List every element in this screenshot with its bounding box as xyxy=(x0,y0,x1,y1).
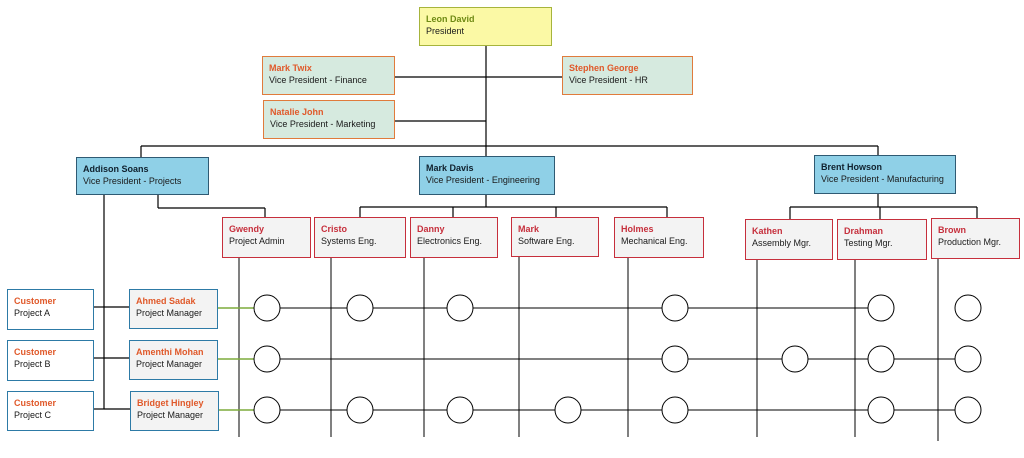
staff-role: Software Eng. xyxy=(518,236,575,246)
president-name: Leon David xyxy=(426,14,475,24)
assignment-node xyxy=(253,396,281,424)
assignment-node xyxy=(867,396,895,424)
vp-finance-role: Vice President - Finance xyxy=(269,75,367,85)
staff-name: Cristo xyxy=(321,224,348,234)
vp-finance-box[interactable]: Mark Twix Vice President - Finance xyxy=(262,56,395,95)
pm-role: Project Manager xyxy=(137,410,204,420)
staff-role: Assembly Mgr. xyxy=(752,238,812,248)
pm-name: Amenthi Mohan xyxy=(136,347,204,357)
project-label: Project C xyxy=(14,410,52,420)
vp-marketing-box[interactable]: Natalie John Vice President - Marketing xyxy=(263,100,395,139)
staff-name: Danny xyxy=(417,224,445,234)
vp-engineering-role: Vice President - Engineering xyxy=(426,175,540,185)
assignment-node xyxy=(867,294,895,322)
assignment-node xyxy=(253,345,281,373)
project-label: Project B xyxy=(14,359,51,369)
staff-role: Electronics Eng. xyxy=(417,236,483,246)
assignment-node xyxy=(781,345,809,373)
assignment-node xyxy=(954,345,982,373)
assignment-node xyxy=(253,294,281,322)
staff-name: Kathen xyxy=(752,226,783,236)
assignment-node xyxy=(446,294,474,322)
pm-box-bridget-hingley[interactable]: Bridget Hingley Project Manager xyxy=(130,391,219,431)
staff-role: Production Mgr. xyxy=(938,237,1002,247)
customer-box-project-a[interactable]: Customer Project A xyxy=(7,289,94,330)
assignment-node xyxy=(661,294,689,322)
staff-box-gwendy[interactable]: Gwendy Project Admin xyxy=(222,217,311,258)
pm-role: Project Manager xyxy=(136,359,203,369)
staff-name: Holmes xyxy=(621,224,654,234)
pm-box-ahmed-sadak[interactable]: Ahmed Sadak Project Manager xyxy=(129,289,218,329)
vp-finance-name: Mark Twix xyxy=(269,63,312,73)
staff-box-kathen[interactable]: Kathen Assembly Mgr. xyxy=(745,219,833,260)
president-role: President xyxy=(426,26,465,36)
staff-role: Testing Mgr. xyxy=(844,238,893,248)
assignment-node xyxy=(554,396,582,424)
assignment-node xyxy=(346,294,374,322)
pm-role: Project Manager xyxy=(136,308,203,318)
vp-manufacturing-name: Brent Howson xyxy=(821,162,883,172)
vp-manufacturing-box[interactable]: Brent Howson Vice President - Manufactur… xyxy=(814,155,956,194)
assignment-node xyxy=(954,396,982,424)
vp-marketing-name: Natalie John xyxy=(270,107,324,117)
assignment-node xyxy=(346,396,374,424)
staff-role: Mechanical Eng. xyxy=(621,236,688,246)
vp-projects-role: Vice President - Projects xyxy=(83,176,182,186)
staff-role: Project Admin xyxy=(229,236,285,246)
assignment-node xyxy=(661,345,689,373)
customer-box-project-b[interactable]: Customer Project B xyxy=(7,340,94,381)
staff-box-holmes[interactable]: Holmes Mechanical Eng. xyxy=(614,217,704,258)
customer-box-project-c[interactable]: Customer Project C xyxy=(7,391,94,431)
vp-marketing-role: Vice President - Marketing xyxy=(270,119,376,129)
staff-box-brown[interactable]: Brown Production Mgr. xyxy=(931,218,1020,259)
assignment-node xyxy=(661,396,689,424)
assignment-node xyxy=(446,396,474,424)
vp-projects-name: Addison Soans xyxy=(83,164,149,174)
customer-label: Customer xyxy=(14,347,57,357)
vp-engineering-box[interactable]: Mark Davis Vice President - Engineering xyxy=(419,156,555,195)
staff-box-cristo[interactable]: Cristo Systems Eng. xyxy=(314,217,406,258)
vp-hr-role: Vice President - HR xyxy=(569,75,648,85)
assignment-node xyxy=(954,294,982,322)
staff-name: Drahman xyxy=(844,226,884,236)
pm-name: Ahmed Sadak xyxy=(136,296,196,306)
vp-manufacturing-role: Vice President - Manufacturing xyxy=(821,174,944,184)
staff-box-mark[interactable]: Mark Software Eng. xyxy=(511,217,599,257)
project-label: Project A xyxy=(14,308,51,318)
pm-box-amenthi-mohan[interactable]: Amenthi Mohan Project Manager xyxy=(129,340,218,380)
staff-role: Systems Eng. xyxy=(321,236,377,246)
staff-name: Gwendy xyxy=(229,224,265,234)
staff-box-drahman[interactable]: Drahman Testing Mgr. xyxy=(837,219,927,260)
vp-hr-box[interactable]: Stephen George Vice President - HR xyxy=(562,56,693,95)
president-box[interactable]: Leon David President xyxy=(419,7,552,46)
vp-engineering-name: Mark Davis xyxy=(426,163,474,173)
assignment-node xyxy=(867,345,895,373)
customer-label: Customer xyxy=(14,398,57,408)
vp-projects-box[interactable]: Addison Soans Vice President - Projects xyxy=(76,157,209,195)
staff-name: Mark xyxy=(518,224,540,234)
pm-name: Bridget Hingley xyxy=(137,398,204,408)
vp-hr-name: Stephen George xyxy=(569,63,639,73)
customer-label: Customer xyxy=(14,296,57,306)
staff-box-danny[interactable]: Danny Electronics Eng. xyxy=(410,217,498,258)
staff-name: Brown xyxy=(938,225,966,235)
